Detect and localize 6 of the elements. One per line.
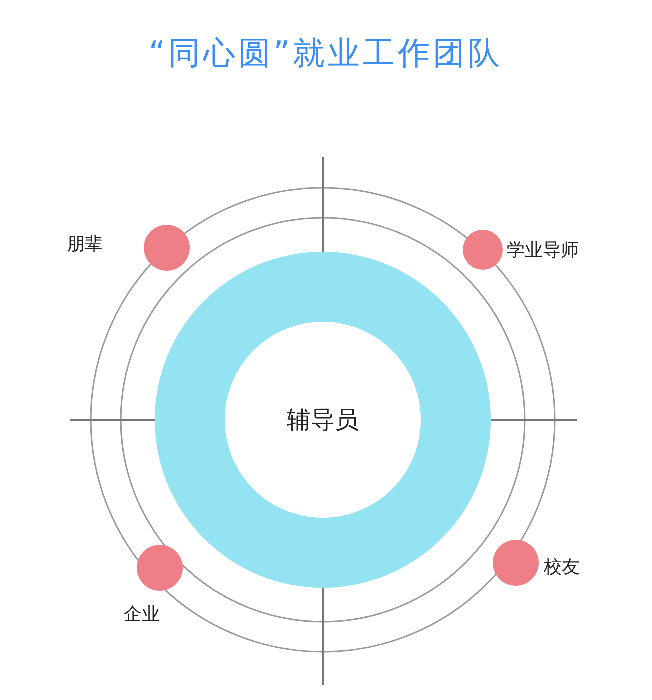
center-label: 辅导员 (287, 405, 359, 436)
node-caption: 企业 (124, 603, 160, 626)
node-caption: 朋辈 (67, 233, 103, 256)
title: “同心圆”就业工作团队 (148, 33, 504, 74)
node-caption: 校友 (544, 556, 580, 579)
node-caption: 学业导师 (507, 239, 579, 262)
